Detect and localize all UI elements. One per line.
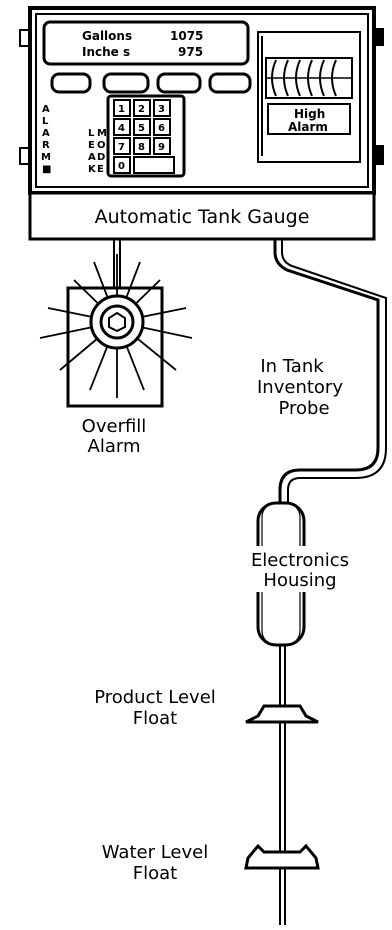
alarm-letter-5: M <box>41 152 51 163</box>
product-float-label-1: Product Level <box>94 687 216 708</box>
mode-letter-2: O <box>97 140 106 151</box>
alarm-letter-4: R <box>42 140 50 151</box>
mode-letter-3: D <box>97 152 105 163</box>
display-gallons-value: 1075 <box>170 29 203 43</box>
key-3-label: 3 <box>158 104 165 115</box>
display-inches-label: Inche s <box>82 45 130 59</box>
leak-letter-4: K <box>88 164 97 175</box>
key-7-label: 7 <box>118 142 125 153</box>
leak-letter-3: A <box>88 152 96 163</box>
high-alarm-label-2: Alarm <box>288 120 328 134</box>
water-level-float <box>244 843 320 870</box>
key-8[interactable] <box>133 137 151 155</box>
gauge-title-bar <box>28 191 376 241</box>
key-enter[interactable] <box>133 156 175 174</box>
high-alarm-label-1: High <box>294 107 325 121</box>
key-4-label: 4 <box>118 123 125 134</box>
key-3[interactable] <box>153 99 171 117</box>
mode-letter-4: E <box>97 164 104 175</box>
key-5-label: 5 <box>138 123 145 134</box>
probe-label-3: Probe <box>278 398 329 419</box>
electronics-label-2: Housing <box>263 570 336 591</box>
function-button-1[interactable] <box>50 72 92 94</box>
key-0[interactable] <box>113 156 131 174</box>
electronics-label-1: Electronics <box>251 550 349 571</box>
gauge-cabinet: Gallons 1075 Inche s 975 A L A R M ■ L E… <box>19 6 384 241</box>
key-5[interactable] <box>133 118 151 136</box>
key-9[interactable] <box>153 137 171 155</box>
key-1[interactable] <box>113 99 131 117</box>
probe-cable <box>273 239 380 505</box>
hinge-right-bottom <box>374 145 384 165</box>
function-button-2[interactable] <box>102 72 150 94</box>
display-gallons-label: Gallons <box>82 29 132 43</box>
key-2-label: 2 <box>138 104 145 115</box>
key-6[interactable] <box>153 118 171 136</box>
product-float-label-2: Float <box>133 708 177 729</box>
leak-letter-2: E <box>88 140 95 151</box>
mode-letter-1: M <box>97 128 107 139</box>
key-1-label: 1 <box>118 104 125 115</box>
probe-label-2: Inventory <box>257 377 343 398</box>
key-6-label: 6 <box>158 123 165 134</box>
alarm-letter-1: A <box>42 104 50 115</box>
alarm-letter-3: A <box>42 128 50 139</box>
display-inches-value: 975 <box>178 45 203 59</box>
alarm-letter-6: ■ <box>42 164 51 175</box>
alarm-letter-2: L <box>42 116 49 127</box>
overfill-label-2: Alarm <box>88 436 141 457</box>
hinge-right-top <box>374 28 384 46</box>
key-7[interactable] <box>113 137 131 155</box>
overfill-alarm <box>39 239 193 408</box>
function-button-3[interactable] <box>156 72 202 94</box>
lcd-display <box>42 20 250 66</box>
function-button-4[interactable] <box>208 72 252 94</box>
overfill-label-1: Overfill <box>82 416 147 437</box>
water-float-label-2: Float <box>133 863 177 884</box>
key-2[interactable] <box>133 99 151 117</box>
key-8-label: 8 <box>138 142 145 153</box>
leak-letter-1: L <box>88 128 95 139</box>
key-4[interactable] <box>113 118 131 136</box>
keypad: 1 2 3 4 5 6 7 8 9 0 <box>113 99 175 174</box>
product-level-float <box>245 704 319 724</box>
key-9-label: 9 <box>158 142 165 153</box>
probe-label-1: In Tank <box>260 356 324 377</box>
gauge-title: Automatic Tank Gauge <box>95 206 310 228</box>
water-float-label-1: Water Level <box>102 842 208 863</box>
key-0-label: 0 <box>118 161 125 172</box>
high-alarm-horn <box>257 31 361 163</box>
